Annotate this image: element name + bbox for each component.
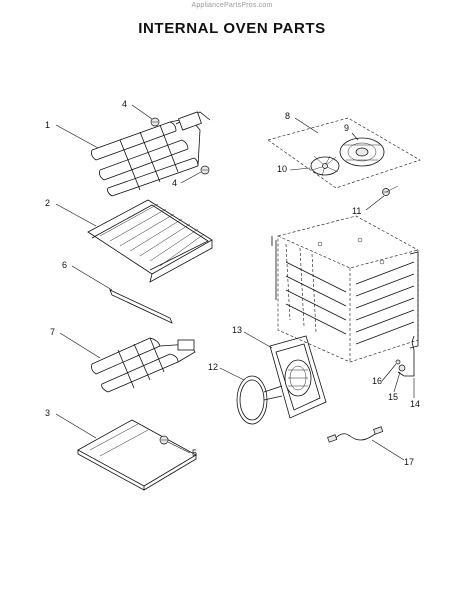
callout-9: 9 xyxy=(344,123,349,133)
callout-4b: 4 xyxy=(172,178,177,188)
convection-fan-blade[interactable] xyxy=(310,155,340,177)
callout-11: 11 xyxy=(352,206,361,216)
oven-bottom-panel[interactable] xyxy=(77,419,197,491)
callout-1: 1 xyxy=(45,120,50,130)
screw-upper[interactable] xyxy=(150,117,160,127)
oven-cavity xyxy=(271,215,419,363)
callout-8: 8 xyxy=(285,111,290,121)
bake-element[interactable] xyxy=(91,337,196,393)
callout-3: 3 xyxy=(45,408,50,418)
screw-lower[interactable] xyxy=(200,165,210,175)
temperature-sensor[interactable] xyxy=(395,335,415,377)
broil-element[interactable] xyxy=(91,111,211,197)
callout-7: 7 xyxy=(50,327,55,337)
callout-17: 17 xyxy=(404,457,414,467)
callout-14: 14 xyxy=(410,399,420,409)
fan-cover-panel[interactable] xyxy=(269,335,327,419)
callout-4a: 4 xyxy=(122,99,127,109)
callout-13: 13 xyxy=(232,325,242,335)
gasket-strip[interactable] xyxy=(109,289,173,324)
convection-ring-element[interactable] xyxy=(236,375,283,425)
wire-harness[interactable] xyxy=(327,426,384,443)
bottom-screw[interactable] xyxy=(159,435,169,445)
callout-15: 15 xyxy=(388,392,398,402)
watermark: AppliancePartsPros.com xyxy=(191,2,273,9)
callout-10: 10 xyxy=(277,164,287,174)
page-title: INTERNAL OVEN PARTS xyxy=(138,20,326,37)
convection-motor[interactable] xyxy=(339,137,385,167)
convection-assembly-outline xyxy=(267,117,421,189)
callout-5: 5 xyxy=(192,448,197,458)
callout-12: 12 xyxy=(208,362,218,372)
oven-rack[interactable] xyxy=(87,199,213,283)
callout-16: 16 xyxy=(372,376,382,386)
callout-2: 2 xyxy=(45,198,50,208)
fan-screw[interactable] xyxy=(382,185,399,196)
callout-6: 6 xyxy=(62,260,67,270)
